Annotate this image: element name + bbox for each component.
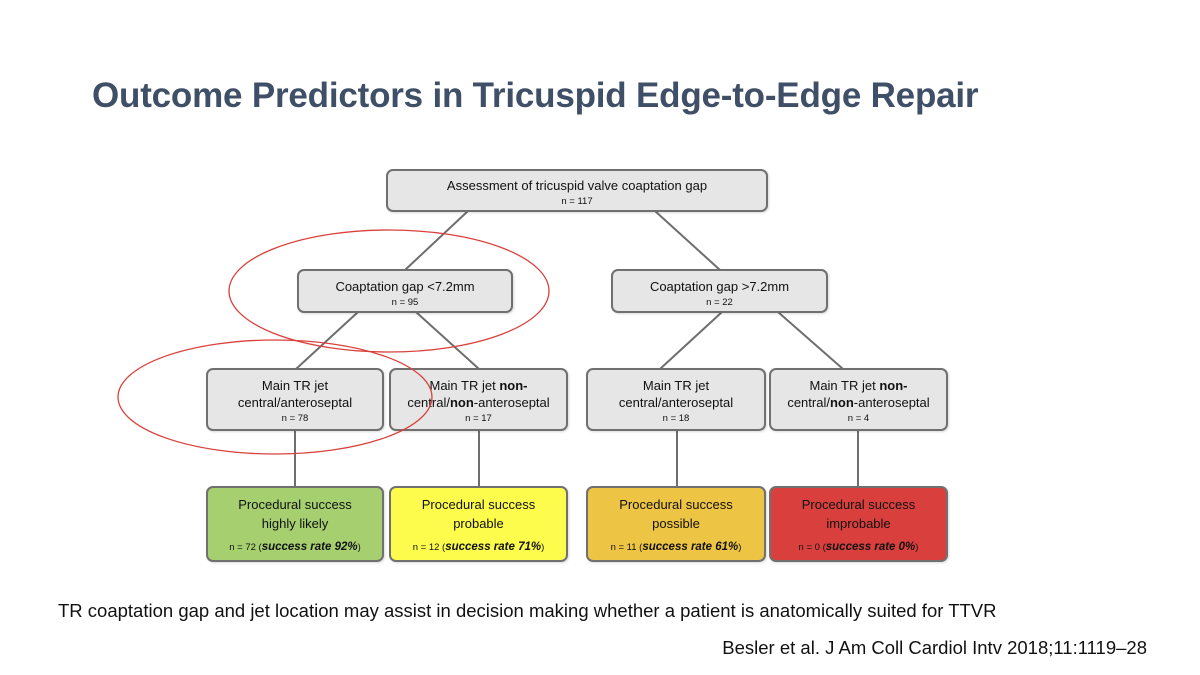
jet-label-line2: central/anteroseptal [237, 395, 353, 410]
connector-small-jet1 [295, 311, 359, 370]
footer-note: TR coaptation gap and jet location may a… [58, 600, 997, 621]
outcome-improbable: Procedural success improbable n = 0 (suc… [769, 486, 948, 562]
connector-small-jet2 [415, 311, 480, 370]
jet-label-line1: Main TR jet non- [429, 378, 528, 393]
gap-small-count: n = 95 [391, 297, 419, 308]
outcome-rate: n = 0 (success rate 0%) [798, 541, 919, 553]
slide-title: Outcome Predictors in Tricuspid Edge-to-… [92, 76, 979, 115]
jet-noncentral-node-2: Main TR jet non- central/non-anterosepta… [769, 368, 948, 431]
jet-central-node-2: Main TR jet central/anteroseptal n = 18 [586, 368, 766, 431]
connector-large-jet4 [777, 311, 844, 370]
jet-label-line1: Main TR jet [261, 378, 329, 393]
outcome-label-line2: improbable [826, 516, 891, 531]
outcome-rate: n = 72 (success rate 92%) [229, 541, 361, 553]
outcome-label-line2: highly likely [261, 516, 329, 531]
jet-label-line2: central/anteroseptal [618, 395, 734, 410]
connector-large-jet3 [659, 311, 723, 370]
jet-count: n = 78 [281, 413, 309, 424]
citation: Besler et al. J Am Coll Cardiol Intv 201… [722, 637, 1147, 658]
outcome-rate: n = 12 (success rate 71%) [412, 541, 545, 553]
jet-label-line2: central/non-anteroseptal [407, 395, 550, 410]
gap-large-label: Coaptation gap >7.2mm [649, 279, 790, 294]
outcome-label-line1: Procedural success [619, 497, 733, 512]
jet-label-line2: central/non-anteroseptal [787, 395, 930, 410]
outcome-label-line1: Procedural success [421, 497, 536, 512]
gap-small-label: Coaptation gap <7.2mm [335, 279, 475, 294]
outcome-highly-likely: Procedural success highly likely n = 72 … [206, 486, 384, 562]
outcome-label-line1: Procedural success [801, 497, 916, 512]
jet-noncentral-node-1: Main TR jet non- central/non-anterosepta… [389, 368, 568, 431]
gap-small-node: Coaptation gap <7.2mm n = 95 [297, 269, 513, 313]
outcome-rate: n = 11 (success rate 61%) [610, 541, 742, 553]
connector-root-large [654, 210, 721, 271]
jet-label-line1: Main TR jet non- [809, 378, 908, 393]
gap-large-node: Coaptation gap >7.2mm n = 22 [611, 269, 828, 313]
root-count: n = 117 [561, 196, 593, 207]
outcome-probable: Procedural success probable n = 12 (succ… [389, 486, 568, 562]
gap-large-count: n = 22 [706, 297, 733, 308]
root-label: Assessment of tricuspid valve coaptation… [446, 178, 708, 193]
outcome-label-line2: probable [453, 516, 504, 531]
connector-root-small [404, 210, 469, 271]
outcome-label-line2: possible [652, 516, 700, 531]
jet-label-line1: Main TR jet [642, 378, 710, 393]
jet-central-node-1: Main TR jet central/anteroseptal n = 78 [206, 368, 384, 431]
jet-count: n = 4 [847, 413, 870, 424]
root-node: Assessment of tricuspid valve coaptation… [386, 169, 768, 212]
jet-count: n = 18 [662, 413, 690, 424]
outcome-possible: Procedural success possible n = 11 (succ… [586, 486, 766, 562]
outcome-label-line1: Procedural success [238, 497, 352, 512]
jet-count: n = 17 [465, 413, 492, 424]
